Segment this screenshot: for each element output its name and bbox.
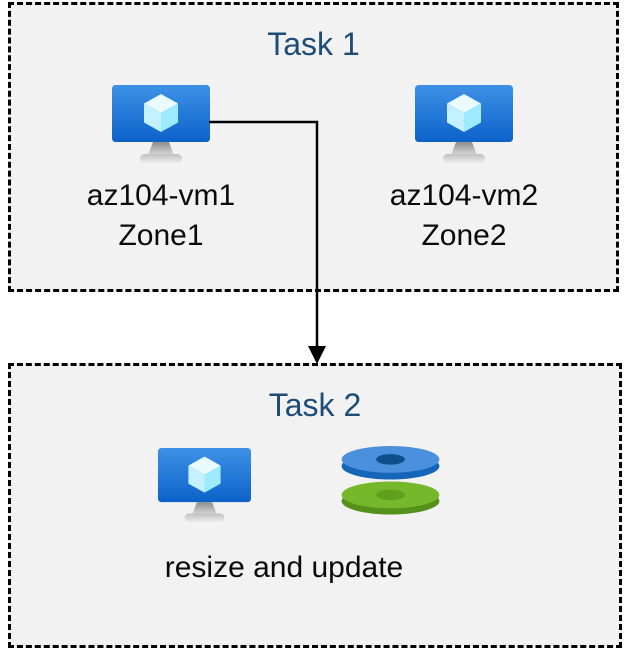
managed-disks-icon	[338, 445, 443, 515]
vm2-name: az104-vm2	[389, 179, 539, 212]
vm1-zone: Zone1	[118, 219, 204, 252]
vm1-name: az104-vm1	[86, 179, 236, 212]
task1-title: Task 1	[267, 26, 360, 62]
task2-caption: resize and update	[164, 551, 404, 584]
vm1-virtual-machine-icon	[111, 85, 211, 164]
arrowhead-icon	[308, 346, 326, 364]
vm2-label: az104-vm2 Zone2	[354, 176, 574, 256]
vm2-zone: Zone2	[421, 219, 507, 252]
vm2-virtual-machine-icon	[414, 85, 514, 164]
vm1-label: az104-vm1 Zone1	[51, 176, 271, 256]
task2-title: Task 2	[268, 387, 362, 423]
task2-box: Task 2	[8, 363, 622, 648]
task2-virtual-machine-icon	[157, 448, 252, 523]
